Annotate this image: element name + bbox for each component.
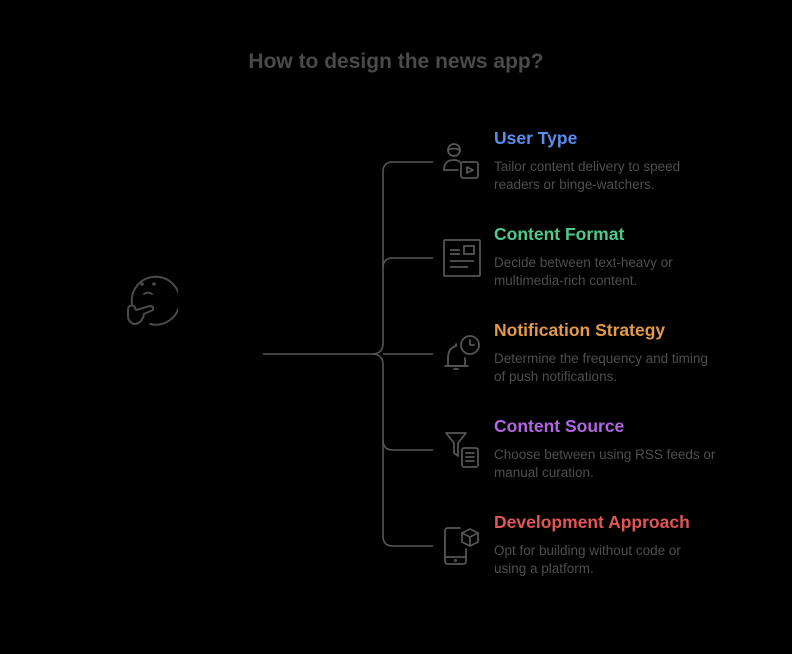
item-title: Content Source xyxy=(494,416,625,436)
article-layout-icon xyxy=(443,239,481,277)
item-content-format: Content Format Decide between text-heavy… xyxy=(494,223,764,290)
item-title: Notification Strategy xyxy=(494,320,666,340)
item-user-type: User Type Tailor content delivery to spe… xyxy=(494,127,764,194)
item-title: Content Format xyxy=(494,224,625,244)
diagram-title: How to design the news app? xyxy=(248,50,544,73)
user-video-icon xyxy=(443,143,479,179)
thinking-face-icon xyxy=(127,275,178,326)
item-notification-strategy: Notification Strategy Determine the freq… xyxy=(494,319,764,386)
item-content-source: Content Source Choose between using RSS … xyxy=(494,415,764,482)
item-development-approach: Development Approach Opt for building wi… xyxy=(494,511,764,578)
item-title: Development Approach xyxy=(494,512,690,532)
bell-clock-icon xyxy=(444,335,480,370)
mobile-box-icon xyxy=(444,527,479,565)
filter-document-icon xyxy=(445,432,479,468)
item-title: User Type xyxy=(494,128,578,148)
